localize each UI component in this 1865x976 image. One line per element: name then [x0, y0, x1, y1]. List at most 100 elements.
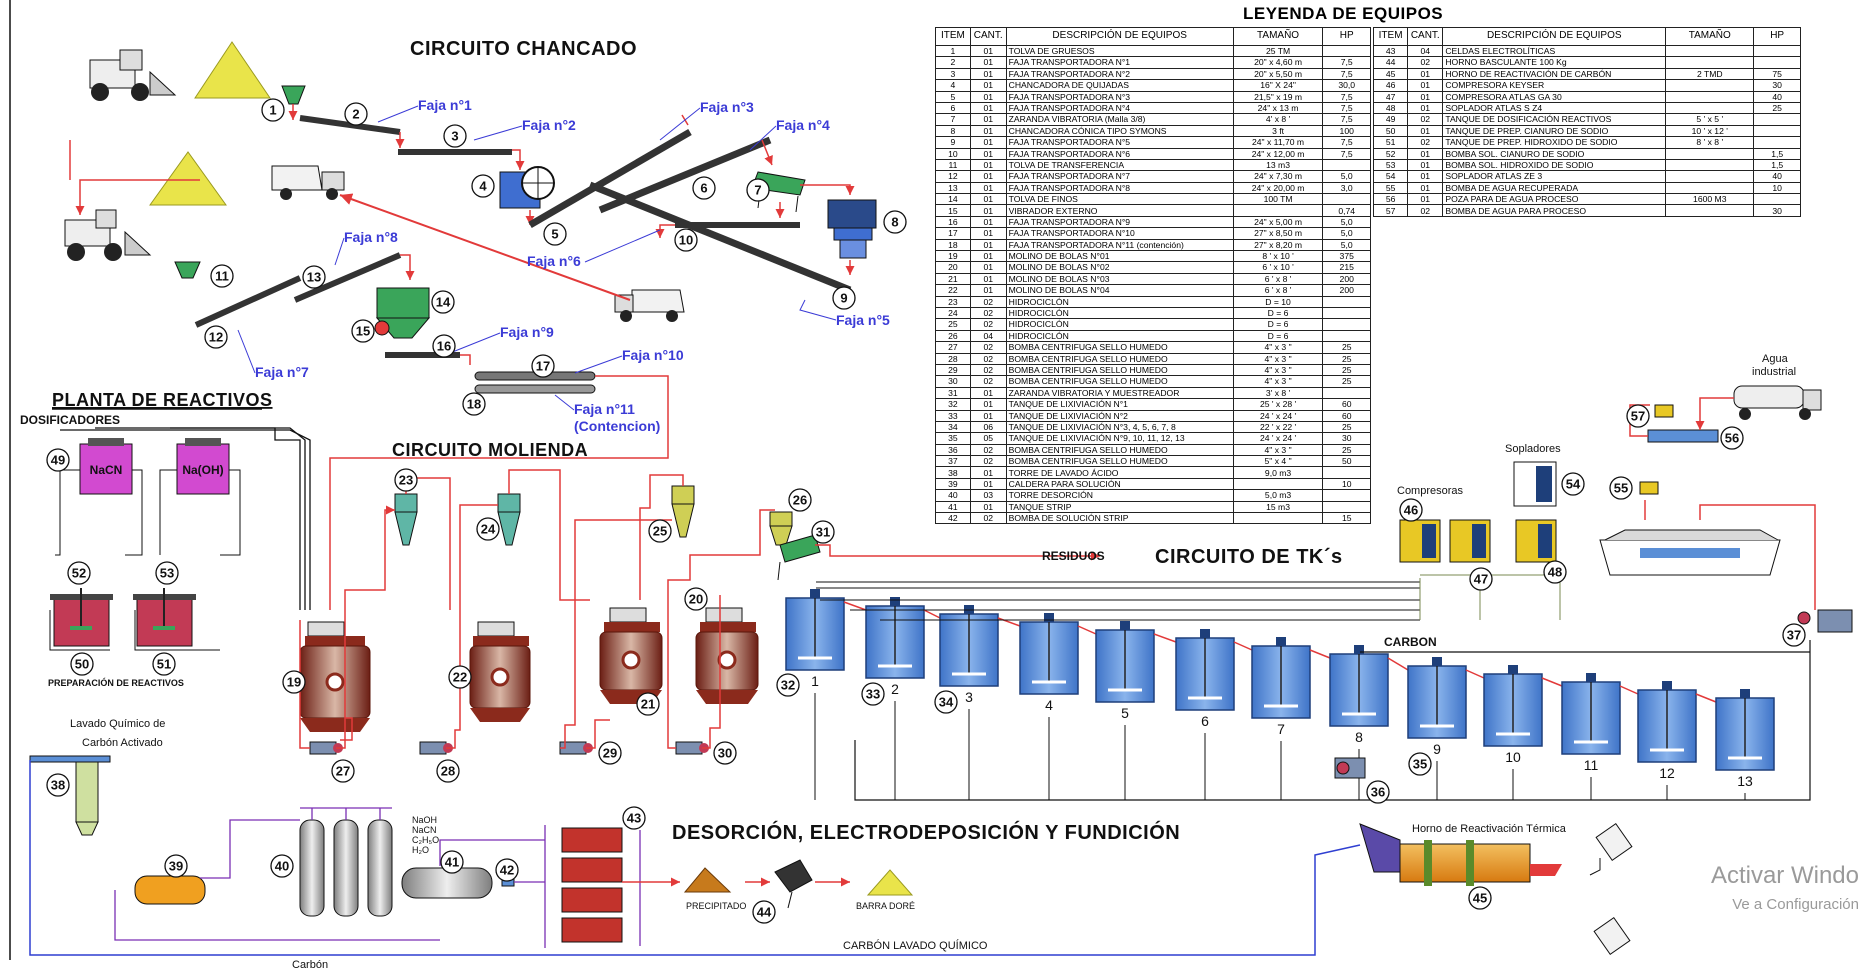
ore-pile-icon — [195, 42, 270, 98]
legend-cell: 01 — [970, 501, 1006, 512]
naoh-label: Na(OH) — [182, 463, 223, 477]
legend-cell: 01 — [970, 205, 1006, 216]
legend-header-cell: ITEM — [1374, 28, 1408, 46]
leach-tank: 12 — [1638, 681, 1716, 800]
legend-cell: ZARANDA VIBRATORIA (Malla 3/8) — [1006, 114, 1233, 125]
legend-cell: 54 — [1374, 171, 1408, 182]
faja-9-label: Faja n°9 — [500, 324, 554, 340]
legend-cell: 13 m3 — [1233, 159, 1323, 170]
equipment-number: 55 — [1610, 477, 1632, 499]
acid-wash-tower-38 — [30, 756, 110, 835]
legend-cell: CHANCADORA CÓNICA TIPO SYMONS — [1006, 125, 1233, 136]
legend-cell: 32 — [936, 399, 971, 410]
legend-row: 2604HIDROCICLÓND = 6 — [936, 330, 1371, 341]
equipment-number-text: 34 — [939, 695, 954, 710]
chem-naoh-label: NaOH — [412, 815, 437, 825]
legend-cell: 01 — [1408, 159, 1443, 170]
legend-row: 101TOLVA DE GRUESOS25 TM — [936, 46, 1371, 57]
legend-cell: 18 — [936, 239, 971, 250]
legend-row: 3101ZARANDA VIBRATORIA Y MUESTREADOR3' x… — [936, 387, 1371, 398]
legend-cell: 02 — [1408, 205, 1443, 216]
legend-cell: 01 — [970, 216, 1006, 227]
legend-cell: 7,5 — [1323, 137, 1371, 148]
naoh-dosing-tank: Na(OH) — [177, 438, 229, 494]
legend-cell: 1,5 — [1754, 159, 1801, 170]
legend-cell: FAJA TRANSPORTADORA N°8 — [1006, 182, 1233, 193]
equipment-number: 47 — [1470, 568, 1492, 590]
legend-cell: 27" x 8,20 m — [1233, 239, 1323, 250]
legend-cell: COMPRESORA KEYSER — [1443, 80, 1666, 91]
legend-cell: 7,5 — [1323, 102, 1371, 113]
equipment-number: 18 — [463, 393, 485, 415]
legend-row: 2402HIDROCICLÓND = 6 — [936, 307, 1371, 318]
legend-cell: 01 — [970, 102, 1006, 113]
equipment-number: 43 — [623, 807, 645, 829]
legend-cell — [1323, 319, 1371, 330]
legend-cell: 01 — [970, 285, 1006, 296]
legend-cell: 20" x 5,50 m — [1233, 68, 1323, 79]
legend-cell: TOLVA DE FINOS — [1006, 194, 1233, 205]
legend-cell: 1600 M3 — [1666, 194, 1754, 205]
legend-cell — [1754, 137, 1801, 148]
legend-cell: 02 — [970, 513, 1006, 524]
equipment-number-text: 17 — [536, 359, 550, 374]
legend-cell: 14 — [936, 194, 971, 205]
legend-header-cell: CANT. — [970, 28, 1006, 46]
legend-row: 3901CALDERA PARA SOLUCIÓN10 — [936, 478, 1371, 489]
legend-cell: 100 TM — [1233, 194, 1323, 205]
legend-cell: 01 — [970, 239, 1006, 250]
legend-cell: MOLINO DE BOLAS N°04 — [1006, 285, 1233, 296]
equipment-number-text: 54 — [1566, 477, 1581, 492]
legend-row: 4304CELDAS ELECTROLÍTICAS — [1374, 46, 1801, 57]
horno-label: Horno de Reactivación Térmica — [1412, 823, 1567, 835]
legend-cell: 10 — [936, 148, 971, 159]
equipment-number: 19 — [283, 671, 305, 693]
nacn-prep-tank — [50, 588, 113, 646]
legend-cell — [1666, 80, 1754, 91]
legend-cell: BOMBA CENTRIFUGA SELLO HUMEDO — [1006, 456, 1233, 467]
equipment-number: 15 — [352, 320, 374, 342]
legend-cell: FAJA TRANSPORTADORA N°1 — [1006, 57, 1233, 68]
legend-cell: 01 — [1408, 182, 1443, 193]
equipment-number-text: 7 — [754, 183, 761, 198]
equipment-number-text: 56 — [1725, 431, 1739, 446]
legend-cell: HIDROCICLÓN — [1006, 330, 1233, 341]
legend-cell: 7,5 — [1323, 57, 1371, 68]
equipment-number-text: 25 — [653, 524, 667, 539]
barra-dore-label: BARRA DORÉ — [856, 901, 915, 911]
blower-48 — [1516, 520, 1556, 562]
equipment-number: 29 — [599, 742, 621, 764]
leach-tank: 13 — [1716, 689, 1774, 800]
legend-cell — [1666, 46, 1754, 57]
legend-cell: 21 — [936, 273, 971, 284]
legend-row: 5201BOMBA SOL. CIANURO DE SODIO1,5 — [1374, 148, 1801, 159]
legend-cell: 01 — [970, 251, 1006, 262]
legend-cell: 57 — [1374, 205, 1408, 216]
legend-cell: 16 — [936, 216, 971, 227]
equipment-number: 14 — [432, 291, 454, 313]
legend-cell: ZARANDA VIBRATORIA Y MUESTREADOR — [1006, 387, 1233, 398]
legend-cell: FAJA TRANSPORTADORA N°10 — [1006, 228, 1233, 239]
legend-cell: 01 — [970, 262, 1006, 273]
hydrocyclone-23 — [395, 494, 417, 545]
legend-cell: 03 — [970, 490, 1006, 501]
equipment-number: 13 — [303, 266, 325, 288]
legend-cell: 0,74 — [1323, 205, 1371, 216]
equipment-number: 4 — [472, 175, 494, 197]
legend-row: 1301FAJA TRANSPORTADORA N°824" x 20,00 m… — [936, 182, 1371, 193]
equipment-number: 32 — [777, 674, 799, 696]
tank-number-label: 1 — [811, 673, 819, 689]
legend-cell: 40 — [936, 490, 971, 501]
loader-2-icon — [65, 210, 150, 261]
pump-55 — [1640, 482, 1658, 494]
legend-cell: 01 — [970, 137, 1006, 148]
legend-cell: TANQUE DE LIXIVIACIÓN N°2 — [1006, 410, 1233, 421]
legend-row: 401CHANCADORA DE QUIJADAS16" X 24"30,0 — [936, 80, 1371, 91]
legend-cell: 49 — [1374, 114, 1408, 125]
